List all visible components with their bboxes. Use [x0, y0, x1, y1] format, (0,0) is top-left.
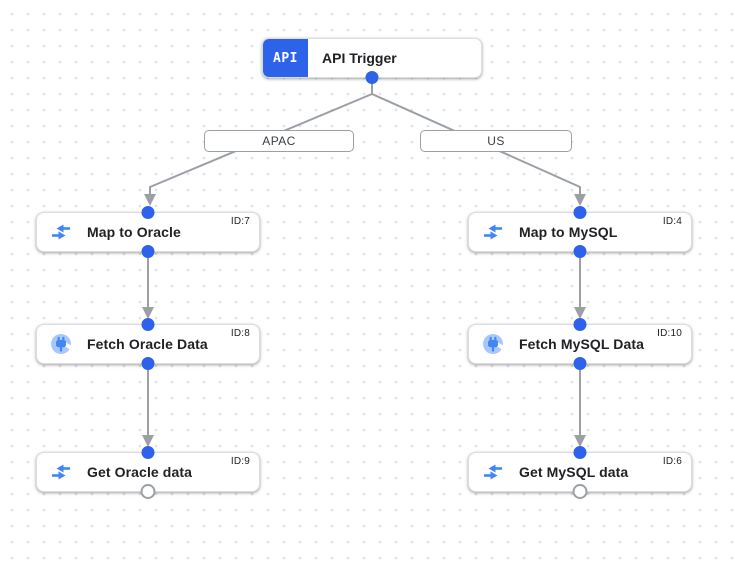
node-fetch-mysql-data[interactable]: Fetch MySQL Data ID:10: [468, 318, 692, 370]
node-map-to-mysql[interactable]: Map to MySQL ID:4: [468, 206, 692, 258]
node-title: API Trigger: [322, 50, 397, 66]
edge-label-apac[interactable]: APAC: [204, 130, 354, 152]
input-port[interactable]: [573, 318, 587, 331]
connector-icon: [481, 332, 505, 356]
node-title: Get Oracle data: [87, 464, 192, 480]
input-port[interactable]: [573, 446, 587, 459]
node-get-mysql-data[interactable]: Get MySQL data ID:6: [468, 446, 692, 499]
connector-icon: [49, 332, 73, 356]
node-title: Fetch MySQL Data: [519, 336, 645, 352]
add-edge-port[interactable]: [140, 484, 156, 499]
input-port[interactable]: [141, 446, 155, 459]
output-port[interactable]: [365, 71, 379, 84]
node-get-oracle-data[interactable]: Get Oracle data ID:9: [36, 446, 260, 499]
input-port[interactable]: [141, 318, 155, 331]
api-badge-label: API: [273, 50, 298, 66]
node-title: Fetch Oracle Data: [87, 336, 208, 352]
output-port[interactable]: [573, 245, 587, 258]
node-id-badge: ID:6: [662, 456, 682, 467]
node-id-badge: ID:10: [657, 328, 682, 339]
edge-branch-apac[interactable]: [144, 93, 373, 206]
edge-branch-us[interactable]: [371, 93, 586, 206]
edge-label-text: US: [487, 134, 505, 148]
node-fetch-oracle-data[interactable]: Fetch Oracle Data ID:8: [36, 318, 260, 370]
node-title: Map to Oracle: [87, 224, 181, 240]
node-api-trigger[interactable]: API API Trigger: [262, 38, 482, 84]
mapping-icon: [481, 460, 505, 484]
output-port[interactable]: [573, 357, 587, 370]
input-port[interactable]: [141, 206, 155, 219]
input-port[interactable]: [573, 206, 587, 219]
node-id-badge: ID:7: [230, 216, 250, 227]
output-port[interactable]: [141, 245, 155, 258]
mapping-icon: [481, 220, 505, 244]
mapping-icon: [49, 220, 73, 244]
api-trigger-icon: API: [263, 39, 308, 77]
node-title: Get MySQL data: [519, 464, 629, 480]
mapping-icon: [49, 460, 73, 484]
node-map-to-oracle[interactable]: Map to Oracle ID:7: [36, 206, 260, 258]
output-port[interactable]: [141, 357, 155, 370]
node-id-badge: ID:9: [230, 456, 250, 467]
node-title: Map to MySQL: [519, 224, 618, 240]
node-id-badge: ID:4: [662, 216, 682, 227]
node-id-badge: ID:8: [230, 328, 250, 339]
edge-label-text: APAC: [262, 134, 296, 148]
add-edge-port[interactable]: [572, 484, 588, 499]
edge-label-us[interactable]: US: [420, 130, 572, 152]
